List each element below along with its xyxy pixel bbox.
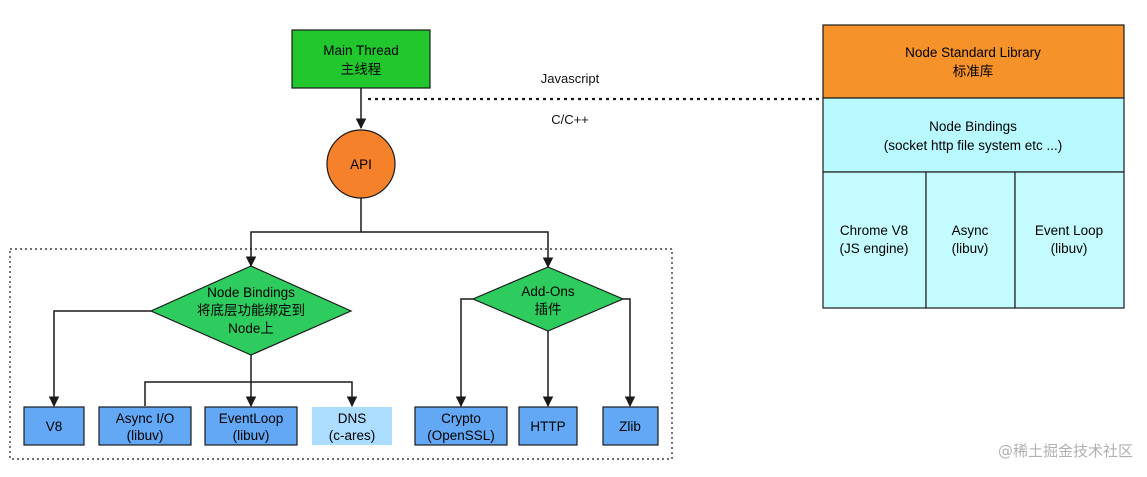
watermark: @稀土掘金技术社区 [997,442,1133,460]
v8-label: V8 [46,419,63,434]
node-bindings-desc-2: Node上 [228,321,274,336]
bindings-layer [822,97,1125,173]
async-io-subtitle: (libuv) [127,428,164,443]
node-bindings-desc: 将底层功能绑定到 [197,303,305,318]
bindings-to-async-arrow [144,381,358,408]
node-bindings-decision: Node Bindings 将底层功能绑定到 Node上 [149,265,353,356]
api-to-bindings-arrow [245,198,362,268]
chrome-v8-title: Chrome V8 [840,223,908,238]
stack-bindings-subtitle: (socket http file system etc ...) [884,138,1063,153]
chrome-v8-subtitle: (JS engine) [839,241,908,256]
main-thread-subtitle: 主线程 [341,62,382,77]
zlib-label: Zlib [619,419,641,434]
zlib-node: Zlib [602,406,659,446]
main-thread-title: Main Thread [323,43,399,58]
addons-title: Add-Ons [521,284,575,299]
dns-node: DNS (c-ares) [312,407,392,445]
stdlib-title: Node Standard Library [905,45,1041,60]
cpp-label: C/C++ [551,112,589,127]
event-loop-title: Event Loop [1035,223,1103,238]
http-node: HTTP [518,406,578,446]
stdlib-layer [822,24,1125,99]
node-bindings-title: Node Bindings [207,285,295,300]
eventloop-node: EventLoop (libuv) [204,406,298,446]
main-thread-node: Main Thread 主线程 [291,29,431,89]
connectors [48,88,636,408]
stdlib-subtitle: 标准库 [953,64,994,79]
addons-to-crypto-arrow [455,298,473,408]
architecture-stack: Node Standard Library 标准库 Node Bindings … [822,24,1125,309]
stack-bindings-title: Node Bindings [929,119,1017,134]
event-loop-subtitle: (libuv) [1051,241,1088,256]
chrome-v8-layer [822,171,927,309]
addons-subtitle: 插件 [535,302,562,317]
http-label: HTTP [530,419,565,434]
v8-node: V8 [23,406,85,446]
eventloop-subtitle: (libuv) [233,428,270,443]
crypto-title: Crypto [441,411,481,426]
api-node: API [326,129,396,199]
async-io-title: Async I/O [116,411,175,426]
eventloop-title: EventLoop [219,411,284,426]
crypto-subtitle: (OpenSSL) [427,428,495,443]
dns-subtitle: (c-ares) [329,428,376,443]
async-title: Async [952,223,989,238]
event-loop-layer [1014,171,1125,309]
javascript-label: Javascript [541,71,600,86]
addons-to-zlib-arrow [623,298,636,408]
dns-title: DNS [338,411,367,426]
async-subtitle: (libuv) [952,241,989,256]
crypto-node: Crypto (OpenSSL) [414,406,508,446]
async-io-node: Async I/O (libuv) [98,406,192,446]
addons-decision: Add-Ons 插件 [471,266,625,332]
bindings-to-v8-arrow [48,310,151,408]
async-layer [925,171,1016,309]
api-label: API [350,157,372,172]
bindings-container [9,248,673,460]
api-to-addons-arrow [361,231,554,269]
